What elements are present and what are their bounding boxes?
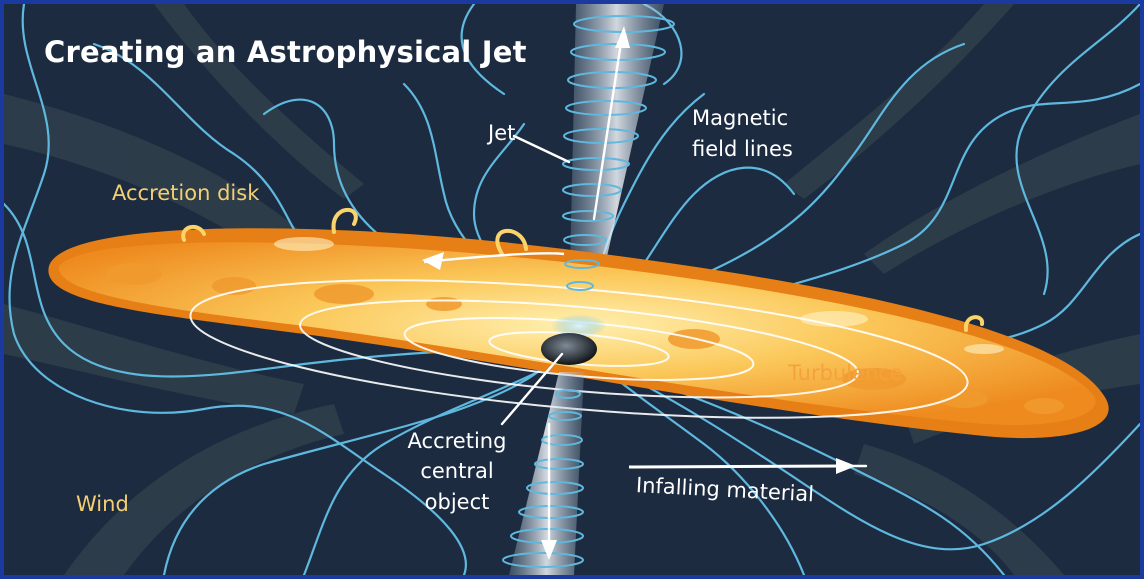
label-jet: Jet bbox=[488, 121, 516, 145]
diagram-frame: Creating an Astrophysical Jet Jet Magnet… bbox=[4, 4, 1140, 575]
infall-arrowhead bbox=[836, 458, 856, 474]
lower-jet bbox=[509, 372, 584, 575]
up-arrowhead bbox=[615, 26, 630, 48]
label-turbulence: Turbulence bbox=[788, 361, 903, 385]
jet-up-arrow bbox=[592, 34, 624, 221]
swirl-line bbox=[423, 252, 565, 264]
label-accreting-central-object-2: central bbox=[420, 459, 494, 483]
label-accreting-central-object-3: object bbox=[424, 490, 490, 514]
flow-arrows bbox=[500, 34, 868, 551]
label-accretion-disk: Accretion disk bbox=[112, 181, 260, 205]
jet-pointer bbox=[512, 134, 571, 164]
central-object-pointer bbox=[500, 352, 564, 426]
label-magnetic-field-lines-2: field lines bbox=[692, 137, 793, 161]
label-wind: Wind bbox=[76, 492, 129, 516]
label-magnetic-field-lines-1: Magnetic bbox=[692, 106, 789, 130]
label-accreting-central-object-1: Accreting bbox=[407, 429, 507, 453]
infall-line bbox=[628, 464, 845, 469]
diagram-title: Creating an Astrophysical Jet bbox=[44, 35, 527, 69]
down-arrowhead bbox=[541, 540, 557, 560]
wind-streaks bbox=[4, 4, 1140, 575]
jet-illustration bbox=[4, 4, 1140, 575]
central-object bbox=[541, 314, 607, 365]
